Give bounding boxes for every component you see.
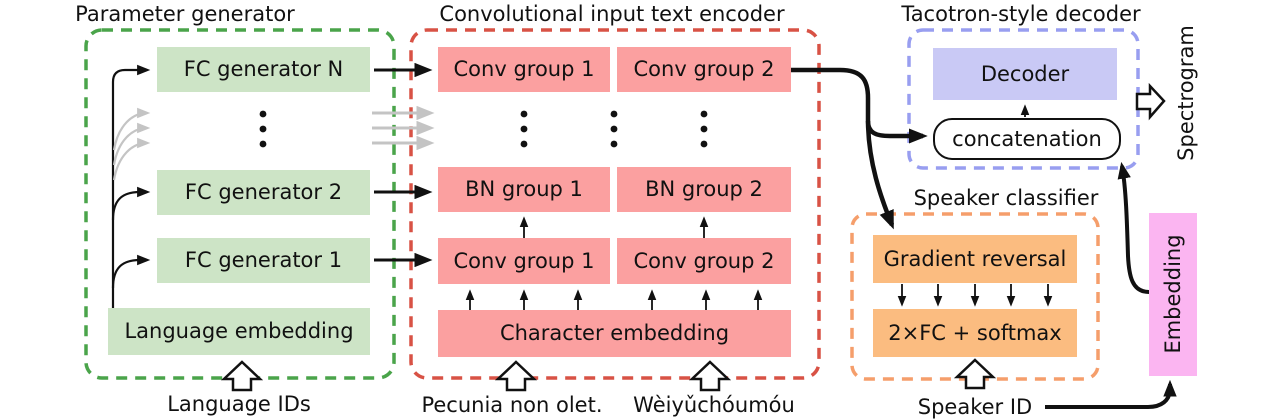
character-embedding-box: Character embedding [438, 310, 791, 357]
fc-softmax-box: 2×FC + softmax [873, 309, 1077, 357]
encoder-output-arrows [791, 67, 928, 230]
generator-to-encoder-arrows [372, 62, 435, 268]
embedding-to-concatenation-arrow [1117, 161, 1150, 294]
classifier-internal-arrows [897, 284, 1053, 307]
encoder-input-1-label: Pecunia non olet. [421, 393, 603, 417]
spectrogram-label: Spectrogram [1174, 25, 1198, 161]
spectrogram-output-arrow-icon [1135, 82, 1166, 121]
fc-generator-n-box: FC generator N [157, 47, 370, 92]
ellipsis-dots [259, 110, 708, 148]
text-encoder-title: Convolutional input text encoder [439, 2, 785, 26]
fc-generator-1-box: FC generator 1 [157, 238, 370, 283]
speaker-id-to-embedding-arrow [1045, 379, 1177, 409]
speaker-id-label: Speaker ID [917, 395, 1033, 419]
language-embedding-box: Language embedding [108, 308, 370, 355]
language-ids-label: Language IDs [167, 392, 311, 416]
decoder-title: Tacotron-style decoder [901, 2, 1141, 26]
bn-group-1-box: BN group 1 [438, 167, 610, 212]
decoder-box: Decoder [933, 48, 1117, 100]
speaker-embedding-box [1149, 213, 1197, 376]
concatenation-node: concatenation [933, 118, 1121, 160]
speaker-embedding-label: Embedding [1161, 234, 1185, 354]
bn-group-2-box: BN group 2 [617, 167, 791, 212]
conv-group-2-bottom-box: Conv group 2 [617, 238, 791, 284]
encoder-input-2-label: Wèiyǔchóumóu [633, 393, 795, 417]
language-ids-input-arrow-icon [220, 360, 264, 392]
parameter-generator-title: Parameter generator [75, 2, 295, 26]
language-embedding-fanout-arrows [111, 64, 151, 308]
conv-group-1-bottom-box: Conv group 1 [438, 238, 610, 284]
conv-group-2-top-box: Conv group 2 [617, 47, 791, 92]
encoder-input-2-arrow-icon [688, 360, 732, 392]
fc-generator-2-box: FC generator 2 [157, 170, 370, 215]
speaker-classifier-title: Speaker classifier [913, 186, 1099, 210]
conv-group-1-top-box: Conv group 1 [438, 47, 610, 92]
encoder-input-1-arrow-icon [494, 360, 538, 392]
speaker-id-input-arrow-icon [953, 358, 997, 390]
gradient-reversal-box: Gradient reversal [873, 235, 1077, 283]
